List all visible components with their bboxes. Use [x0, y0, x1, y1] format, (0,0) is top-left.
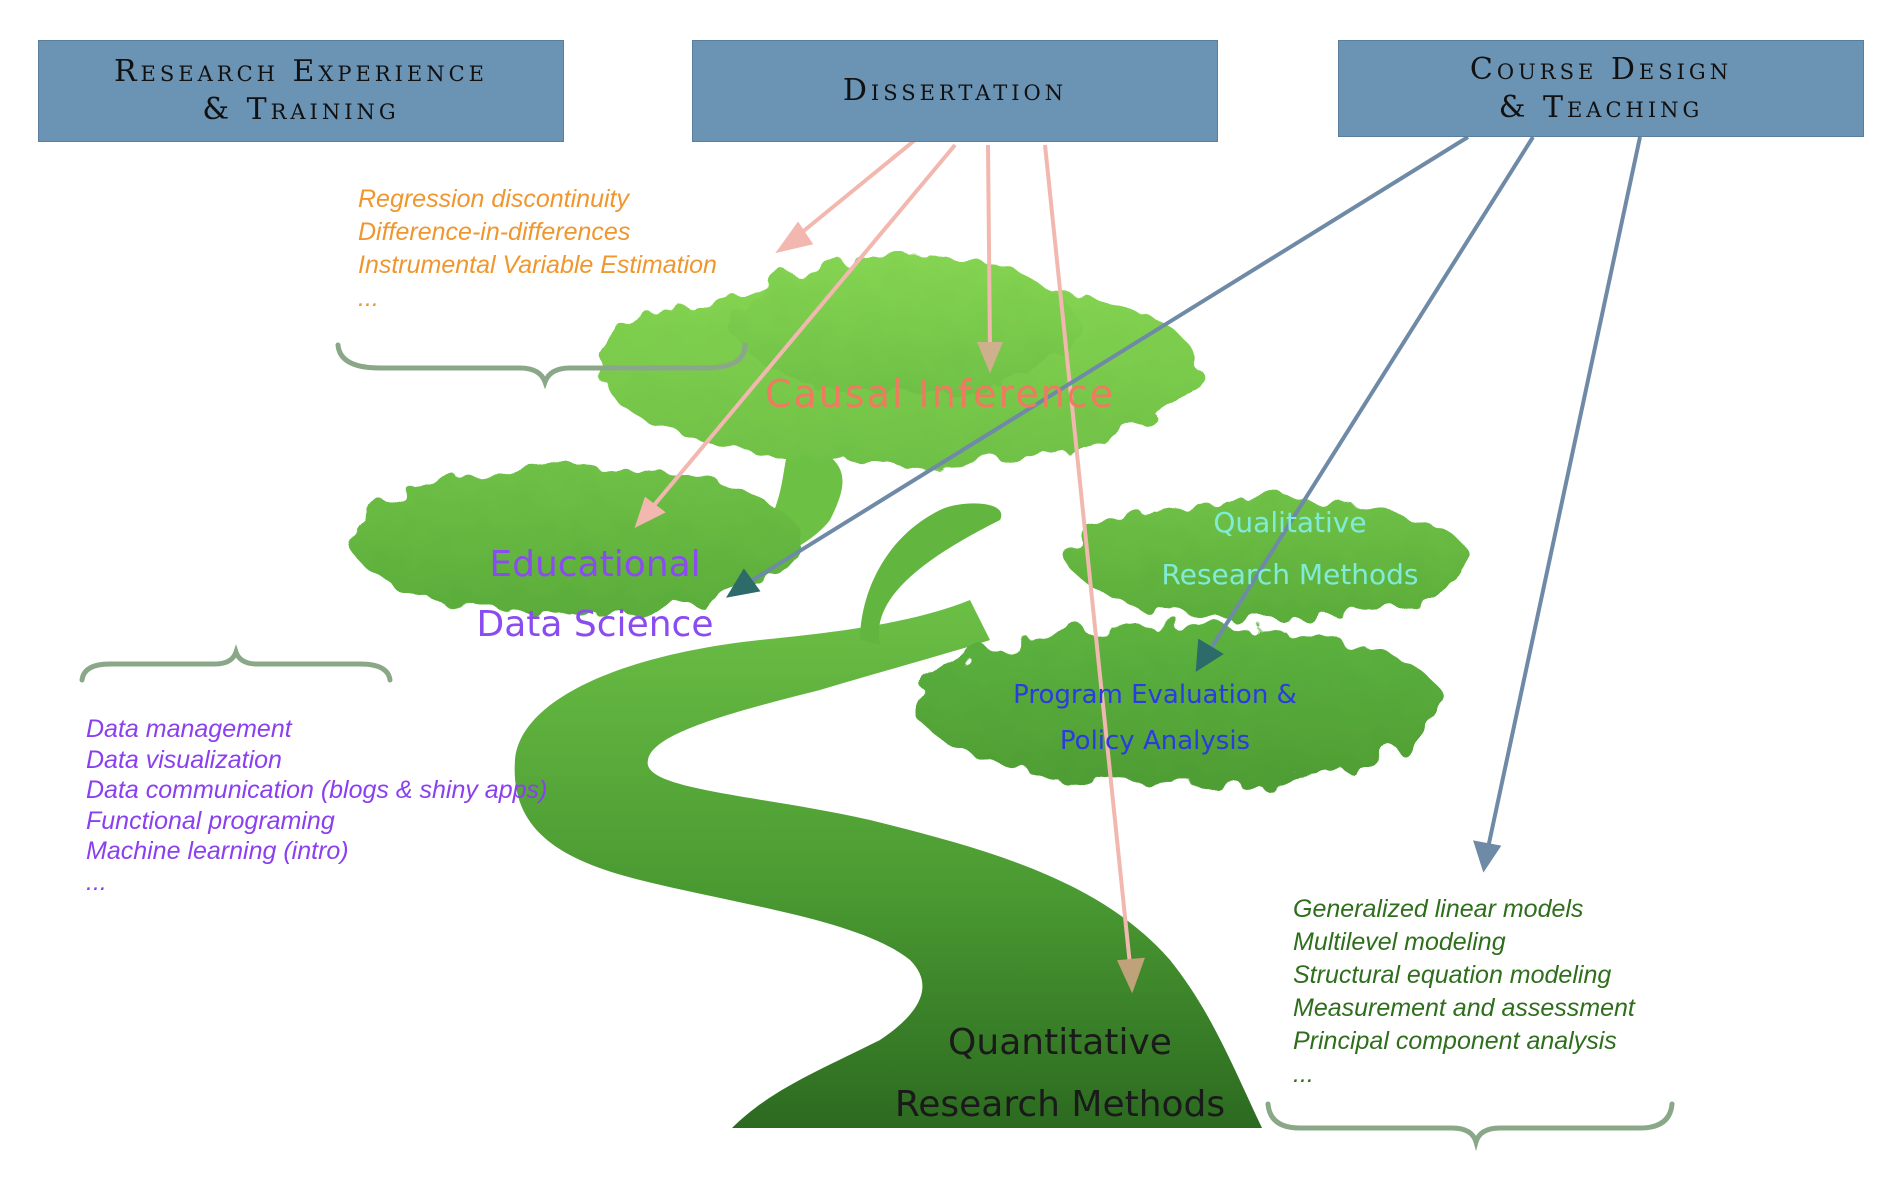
list-item: Data management: [86, 715, 292, 743]
list-item: Structural equation modeling: [1293, 961, 1612, 989]
arrow-to-educational-data-science: [648, 143, 957, 512]
list-item: Instrumental Variable Estimation: [358, 251, 717, 279]
causal-inference-label: Causal Inference: [764, 372, 1116, 416]
quant-brace: [1265, 1101, 1675, 1152]
qualitative-methods-foliage: [1070, 500, 1470, 620]
list-item: Measurement and assessment: [1293, 994, 1635, 1022]
causal-methods-list: Regression discontinuity Difference-in-d…: [358, 183, 717, 315]
list-item: Multilevel modeling: [1293, 928, 1506, 956]
qual-line2: Research Methods: [1161, 558, 1419, 591]
list-item: ...: [1293, 1060, 1314, 1088]
quant-methods-list: Generalized linear models Multilevel mod…: [1293, 893, 1635, 1091]
arrow-to-causal-inference: [986, 144, 992, 351]
list-item: Difference-in-differences: [358, 218, 631, 246]
causal-brace: [335, 342, 748, 390]
dissertation-box-label: Dissertation: [842, 73, 1068, 108]
dissertation-arrows: [634, 138, 1145, 994]
list-item: Functional programing: [86, 806, 335, 835]
quantitative-research-methods-label: Quantitative Research Methods: [860, 1012, 1260, 1136]
list-item: Machine learning (intro): [86, 837, 349, 865]
list-item: Data visualization: [86, 745, 282, 774]
arrow-to-educational-data-science-t: [746, 135, 1470, 585]
qualitative-research-methods-label: Qualitative Research Methods: [1120, 497, 1460, 601]
eds-line2: Data Science: [476, 604, 714, 645]
program-evaluation-label: Program Evaluation & Policy Analysis: [975, 672, 1335, 764]
list-item: Data communication (blogs & shiny apps): [86, 776, 548, 804]
prog-line2: Policy Analysis: [1059, 726, 1251, 756]
list-item: Generalized linear models: [1293, 895, 1584, 923]
data-science-skills-list: Data management Data visualization Data …: [86, 714, 547, 897]
arrow-to-program-evaluation: [1208, 135, 1535, 652]
teaching-box-line1: Course Design: [1469, 51, 1733, 87]
research-experience-box: Research Experience & Training: [38, 40, 564, 142]
dissertation-box: Dissertation: [692, 40, 1218, 142]
program-evaluation-foliage: [915, 625, 1445, 785]
research-box-line1: Research Experience: [113, 54, 489, 89]
course-design-teaching-box: Course Design & Teaching: [1338, 40, 1864, 137]
teaching-box-line2: & Teaching: [1498, 89, 1704, 125]
list-item: ...: [358, 284, 379, 312]
qual-line1: Qualitative: [1213, 506, 1367, 539]
list-item: Principal component analysis: [1293, 1027, 1617, 1055]
eds-line1: Educational: [489, 544, 701, 585]
brace-group: [79, 342, 1675, 1152]
teaching-arrows: [725, 135, 1642, 873]
data-science-brace: [79, 644, 393, 683]
prog-line1: Program Evaluation &: [1013, 680, 1297, 710]
list-item: Regression discontinuity: [358, 185, 629, 213]
arrow-to-quant-list: [1486, 136, 1642, 849]
quant-line1: Quantitative: [948, 1022, 1172, 1063]
educational-data-science-foliage: [350, 465, 800, 615]
list-item: ...: [86, 867, 107, 896]
arrow-to-quantitative-methods: [1043, 144, 1132, 966]
research-box-line2: & Training: [202, 92, 400, 127]
quant-line2: Research Methods: [894, 1084, 1226, 1125]
educational-data-science-label: Educational Data Science: [430, 535, 760, 655]
arrow-to-causal-methods: [793, 138, 917, 240]
